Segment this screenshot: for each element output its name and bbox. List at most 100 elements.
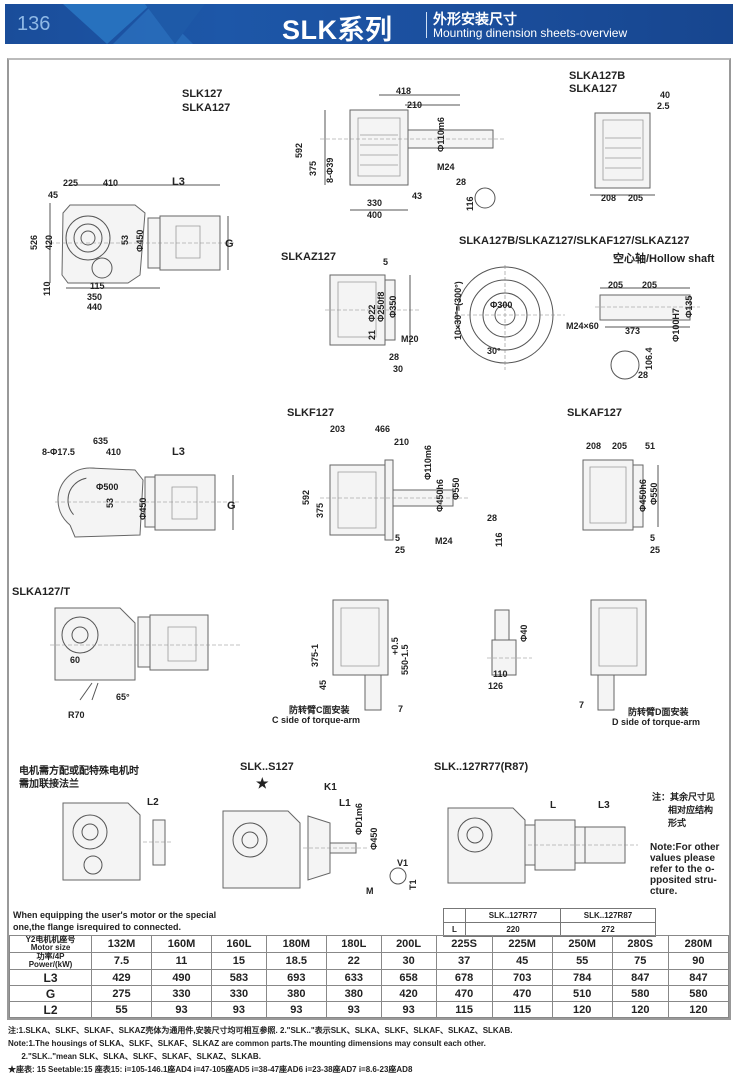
drawing-flange-adapter [58,800,178,890]
header-divider [426,12,427,38]
gearbox-front [583,460,633,530]
dim-M20: M20 [401,334,419,344]
footnote: 2."SLK.."mean SLK、SLKA、SLKF、SLKAF、SLKAZ、… [8,1052,261,1061]
table-cell: 580 [667,985,730,1002]
gearbox-housing [70,468,143,537]
row-header-en: Power/(kW) [28,960,73,969]
flange-plate [633,465,643,527]
dim-M24x60: M24×60 [566,321,599,331]
dim-106: 106.4 [644,347,654,370]
footnote: ★座表: 15 Seetable:15 座表15: i=105-146.1座AD… [8,1065,413,1074]
table-cell: 132M [91,935,152,953]
dim-L3: L3 [172,176,185,188]
dim-angle-spacing: 10×30°=(300°) [453,281,463,340]
dim-410: 410 [103,178,119,188]
dim-375: 375 [308,160,318,176]
table-cell: 658 [380,969,437,986]
table-cell: 250M [551,935,613,953]
table-cell: 93 [325,1001,382,1018]
dim-28: 28 [487,513,498,523]
table-cell: 115 [491,1001,553,1018]
output-flange [458,818,492,852]
dim-440: 440 [87,302,103,312]
footnote: 注:1.SLKA、SLKF、SLKAF、SLKAZ壳体为通用件,安装尺寸均可相互… [8,1026,513,1035]
note-en-5: cture. [650,886,678,897]
footnotes: 注:1.SLKA、SLKF、SLKAF、SLKAZ壳体为通用件,安装尺寸均可相互… [8,1024,512,1076]
table-cell: 7.5 [91,952,152,970]
row-header: L3 [9,969,92,986]
dim-phi450: Φ450h6 [638,479,648,512]
output-bore [82,824,98,840]
drawing-slka127b [590,110,690,200]
motor-adapter [138,617,150,667]
table-cell: 330 [151,985,212,1002]
table-cell: 93 [265,1001,327,1018]
gearbox-housing [62,205,145,283]
drawing-slkf127 [320,460,480,550]
dim-60: 60 [70,655,81,665]
terminal-box [172,487,197,519]
housing-inner [603,120,643,180]
view-label-slkaf127: SLKAF127 [567,407,623,419]
row-header-en: Motor size [30,943,71,952]
dim-40: 40 [660,90,671,100]
dim-phi450: Φ450 [369,827,379,850]
table-cell: 11 [151,952,212,970]
table-cell: 90 [667,952,730,970]
dim-phi500: Φ500 [96,482,119,492]
table-cell: 120 [667,1001,730,1018]
note-en-4: pposited stru- [650,875,717,886]
dim-53: 53 [105,497,115,508]
subtitle-en: Mounting dinension sheets-overview [433,26,628,40]
dim-116: 116 [465,196,475,211]
arm-bushing [492,640,516,675]
note-cn-1: 注：其余尺寸见 [652,792,716,802]
dim-45: 45 [48,190,59,200]
motor-body [150,615,208,670]
dim-410: 410 [106,447,122,457]
table-cell: 580 [611,985,669,1002]
dim-tol: +0.5 [390,637,400,655]
drawing-slk127-side [40,180,240,310]
table-cell: 18.5 [265,952,327,970]
dim-G: G [227,500,236,512]
dim-phi250: Φ250f8 [376,291,386,322]
flange-plate [385,460,393,540]
shaft-section [475,188,495,208]
dim-373: 373 [625,326,641,336]
table-cell: 784 [551,969,613,986]
drawing-slka127t [50,605,240,715]
dim-210: 210 [407,100,423,110]
r-table-header: SLK..127R77 SLK..127R87 [443,908,656,923]
motor-body [155,475,215,530]
dim-28b: 28 [638,370,649,380]
drawing-torque-d [588,598,658,713]
dim-116: 116 [494,532,504,547]
terminal-box [168,627,196,661]
table-cell: 280M [667,935,730,953]
table-cell: 470 [491,985,553,1002]
output-bore [81,231,95,245]
output-bore [72,627,88,643]
dim-L: L [550,800,557,811]
view-label-hollow-shaft: SLKA127B/SLKAZ127/SLKAF127/SLKAZ127 [459,235,690,247]
dim-phi450: Φ450 [135,229,145,252]
note-cn-3: 形式 [668,818,687,828]
table-cell: 37 [435,952,493,970]
r-table-cell [443,908,466,923]
gearbox-front [595,113,650,188]
table-cell: 115 [435,1001,493,1018]
table-cell: 847 [611,969,669,986]
subtitle-cn: 外形安装尺寸 [433,11,517,27]
view-label-slka127t: SLKA127/T [12,586,71,598]
adapter-flange [153,820,165,865]
table-cell: 55 [551,952,613,970]
r-table-cell: SLK..127R77 [465,908,561,923]
dim-25: 25 [395,545,406,555]
table-cell: 55 [91,1001,152,1018]
table-cell: 93 [380,1001,437,1018]
table-cell: 380 [325,985,382,1002]
arm-upper [495,610,509,640]
dim-M24: M24 [437,162,455,172]
